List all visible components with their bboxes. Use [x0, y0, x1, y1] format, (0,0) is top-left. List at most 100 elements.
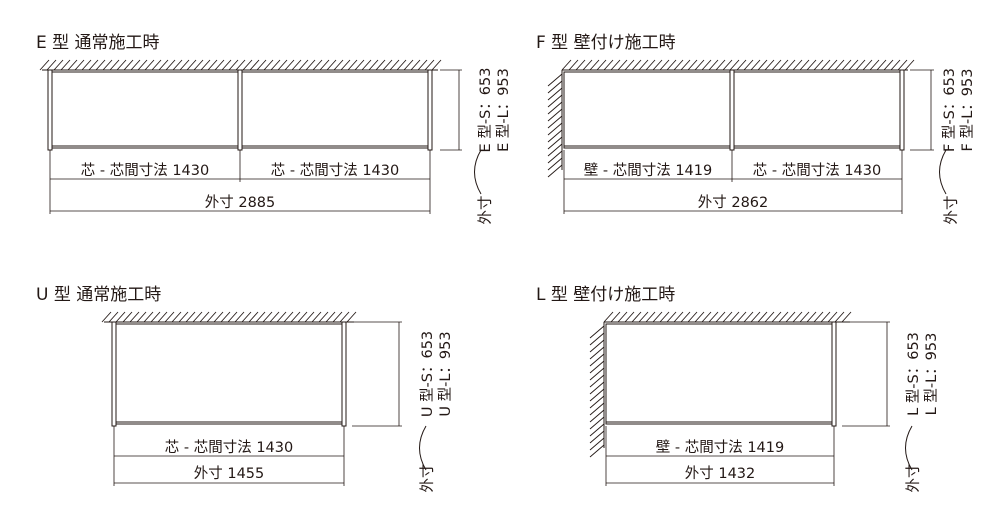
hatch-stroke	[848, 59, 859, 71]
hatch-stroke	[890, 59, 901, 71]
hatch-stroke	[151, 59, 162, 71]
hatch-stroke	[610, 59, 621, 71]
hatch-stroke	[666, 311, 677, 323]
hatch-stroke	[410, 59, 421, 71]
hatch-stroke	[547, 115, 563, 129]
hatch-stroke	[820, 59, 831, 71]
hatch-stroke	[708, 311, 719, 323]
hatch-stroke	[701, 311, 712, 323]
hatch-stroke	[382, 59, 393, 71]
hatch-stroke	[220, 311, 231, 323]
hatch-stroke	[333, 59, 344, 71]
hatch-stroke	[284, 59, 295, 71]
hatch-stroke	[638, 59, 649, 71]
post-right	[341, 321, 347, 427]
canopy-frame	[605, 323, 835, 425]
hatch-stroke	[547, 122, 563, 136]
hatch-stroke	[827, 59, 838, 71]
hatch-stroke	[792, 59, 803, 71]
hatch-stroke	[589, 360, 605, 374]
span-label: 壁 - 芯間寸法 1419	[584, 162, 712, 179]
hatch-stroke	[298, 59, 309, 71]
hatch-stroke	[276, 311, 287, 323]
hatch-stroke	[687, 311, 698, 323]
hatch-stroke	[806, 59, 817, 71]
height-prefix: 外寸	[943, 196, 960, 225]
hatch-stroke	[234, 311, 245, 323]
hatch-stroke	[346, 311, 357, 323]
post-middle	[729, 69, 735, 151]
hatch-stroke	[589, 325, 605, 339]
hatch-stroke	[736, 311, 747, 323]
hatch-stroke	[722, 59, 733, 71]
hatch-stroke	[81, 59, 92, 71]
hatch-stroke	[158, 59, 169, 71]
hatch-stroke	[368, 59, 379, 71]
hatch-stroke	[319, 59, 330, 71]
hatch-stroke	[547, 108, 563, 122]
hatch-stroke	[547, 80, 563, 94]
hatch-stroke	[876, 59, 887, 71]
height-label-l: U 型-L：953	[437, 331, 454, 416]
hatch-stroke	[547, 164, 563, 178]
hatch-stroke	[904, 59, 915, 71]
hatch-stroke	[645, 311, 656, 323]
hatch-stroke	[547, 136, 563, 150]
hatch-stroke	[589, 374, 605, 388]
canopy-frame	[113, 323, 345, 425]
post-middle	[237, 69, 243, 151]
hatch-stroke	[589, 346, 605, 360]
hatch-stroke	[589, 444, 605, 458]
hatch-stroke	[799, 311, 810, 323]
span-label: 芯 - 芯間寸法 1430	[165, 439, 293, 456]
hatch-stroke	[262, 311, 273, 323]
total-label: 外寸 2862	[698, 194, 769, 211]
height-label-s: U 型-S：653	[419, 331, 436, 417]
hatch-stroke	[137, 59, 148, 71]
hatch-stroke	[687, 59, 698, 71]
hatch-stroke	[116, 59, 127, 71]
hatch-stroke	[589, 416, 605, 430]
hatch-stroke	[589, 402, 605, 416]
hatch-stroke	[680, 59, 691, 71]
hatch-stroke	[269, 311, 280, 323]
height-bracket	[419, 425, 427, 471]
hatch-stroke	[715, 59, 726, 71]
hatch-stroke	[256, 59, 267, 71]
hatch-stroke	[659, 311, 670, 323]
hatch-stroke	[785, 59, 796, 71]
hatch-stroke	[589, 423, 605, 437]
hatch-stroke	[326, 59, 337, 71]
hatch-stroke	[248, 311, 259, 323]
hatch-stroke	[862, 59, 873, 71]
hatch-stroke	[561, 59, 572, 71]
hatch-stroke	[403, 59, 414, 71]
hatch-stroke	[547, 157, 563, 171]
hatch-stroke	[701, 59, 712, 71]
hatch-stroke	[46, 59, 57, 71]
hatch-stroke	[645, 59, 656, 71]
hatch-stroke	[375, 59, 386, 71]
height-prefix: 外寸	[419, 464, 436, 493]
hatch-stroke	[589, 437, 605, 451]
hatch-stroke	[750, 59, 761, 71]
span-label: 芯 - 芯間寸法 1430	[753, 162, 881, 179]
hatch-stroke	[241, 311, 252, 323]
hatch-stroke	[318, 311, 329, 323]
height-bracket	[474, 149, 482, 195]
total-label: 外寸 1432	[685, 465, 756, 482]
hatch-stroke	[736, 59, 747, 71]
hatch-stroke	[673, 311, 684, 323]
hatch-stroke	[213, 311, 224, 323]
hatch-stroke	[108, 311, 119, 323]
hatch-stroke	[186, 59, 197, 71]
diagram-title: E 型 通常施工時	[36, 33, 160, 53]
hatch-stroke	[340, 59, 351, 71]
hatch-stroke	[729, 59, 740, 71]
hatch-stroke	[74, 59, 85, 71]
hatch-stroke	[179, 59, 190, 71]
hatch-stroke	[199, 311, 210, 323]
hatch-stroke	[270, 59, 281, 71]
diagram-title: U 型 通常施工時	[36, 285, 161, 305]
post-left	[47, 69, 53, 151]
